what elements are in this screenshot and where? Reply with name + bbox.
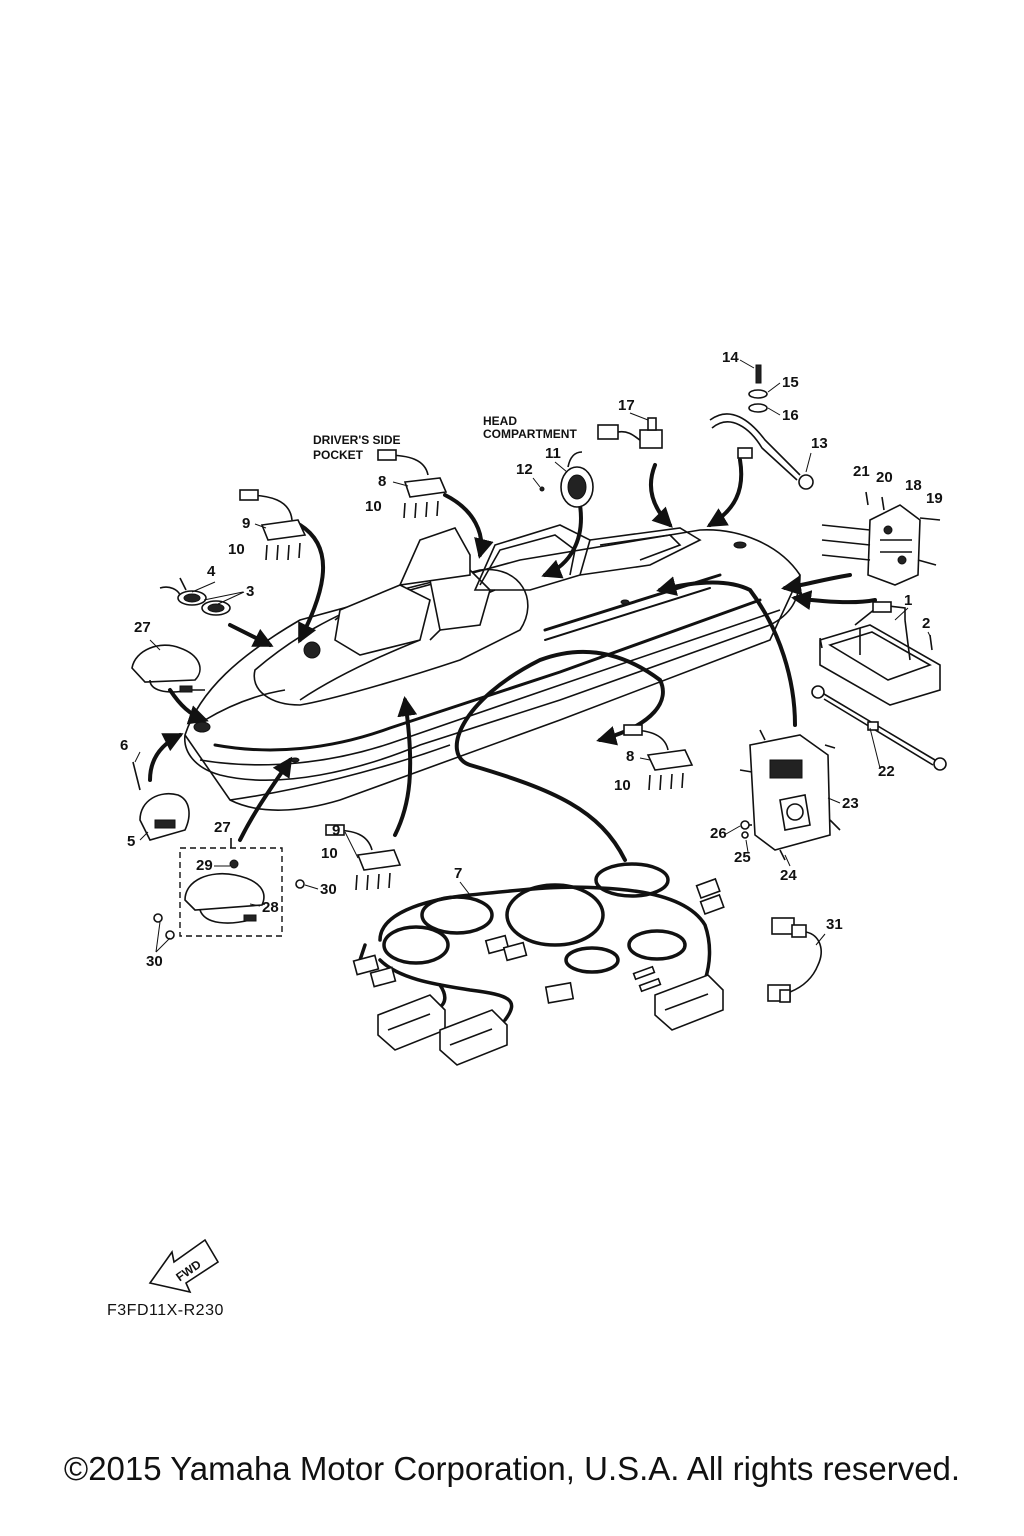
- part-number: 23: [842, 795, 859, 812]
- part-number: 13: [811, 435, 828, 452]
- boat-hull: [184, 524, 801, 811]
- part-number: 10: [365, 498, 382, 515]
- part-number: 26: [710, 825, 727, 842]
- part-number: 4: [207, 563, 216, 580]
- leader-lines: [134, 359, 931, 953]
- parts-left: [131, 449, 694, 891]
- part-number: 5: [127, 833, 135, 850]
- wire-harness: [352, 862, 725, 1066]
- part-number: 30: [320, 881, 337, 898]
- part-number: 9: [332, 822, 340, 839]
- part-number: 24: [780, 867, 797, 884]
- figure-code: F3FD11X-R230: [107, 1302, 224, 1319]
- part-number: 28: [262, 899, 279, 916]
- parts-bracket: [811, 491, 947, 771]
- part-number: 30: [146, 953, 163, 970]
- part-number: 6: [120, 737, 128, 754]
- part-number: 16: [782, 407, 799, 424]
- head-compartment-label-line1: HEAD: [483, 414, 517, 428]
- part-number: 20: [876, 469, 893, 486]
- part-number: 8: [378, 473, 386, 490]
- part-number: 31: [826, 916, 843, 933]
- part-number: 18: [905, 477, 922, 494]
- copyright-notice: ©2015 Yamaha Motor Corporation, U.S.A. A…: [63, 1450, 961, 1487]
- part-number: 15: [782, 374, 799, 391]
- part-number: 10: [228, 541, 245, 558]
- sub-harness-31: [767, 917, 822, 1003]
- part-number: 3: [246, 583, 254, 600]
- part-number: 25: [734, 849, 751, 866]
- part-number-labels: 14 15 16 17 13 11 12 21 20 18 19 8 10 9 …: [120, 349, 943, 970]
- parts-ecu: [739, 729, 841, 861]
- part-number: 22: [878, 763, 895, 780]
- part-number: 27: [214, 819, 231, 836]
- fwd-arrow-icon: FWD: [148, 1238, 220, 1294]
- part-number: 7: [454, 865, 462, 882]
- part-number: 12: [516, 461, 533, 478]
- part-number: 1: [904, 592, 912, 609]
- drivers-side-pocket-label-line1: DRIVER'S SIDE: [313, 433, 401, 447]
- callout-arrows: [148, 458, 877, 862]
- parts-top-right: [539, 364, 814, 508]
- part-number: 10: [321, 845, 338, 862]
- part-number: 17: [618, 397, 635, 414]
- part-number: 11: [545, 445, 561, 462]
- part-number: 21: [853, 463, 870, 480]
- part-number: 19: [926, 490, 943, 507]
- part-number: 8: [626, 748, 634, 765]
- part-number: 9: [242, 515, 250, 532]
- part-number: 27: [134, 619, 151, 636]
- part-number: 10: [614, 777, 631, 794]
- area-labels: DRIVER'S SIDE POCKET HEAD COMPARTMENT: [313, 414, 577, 462]
- drivers-side-pocket-label-line2: POCKET: [313, 448, 364, 462]
- part-number: 14: [722, 349, 739, 366]
- part-number: 2: [922, 615, 930, 632]
- part-number: 29: [196, 857, 213, 874]
- kit-box-27: [153, 838, 305, 940]
- head-compartment-label-line2: COMPARTMENT: [483, 427, 577, 441]
